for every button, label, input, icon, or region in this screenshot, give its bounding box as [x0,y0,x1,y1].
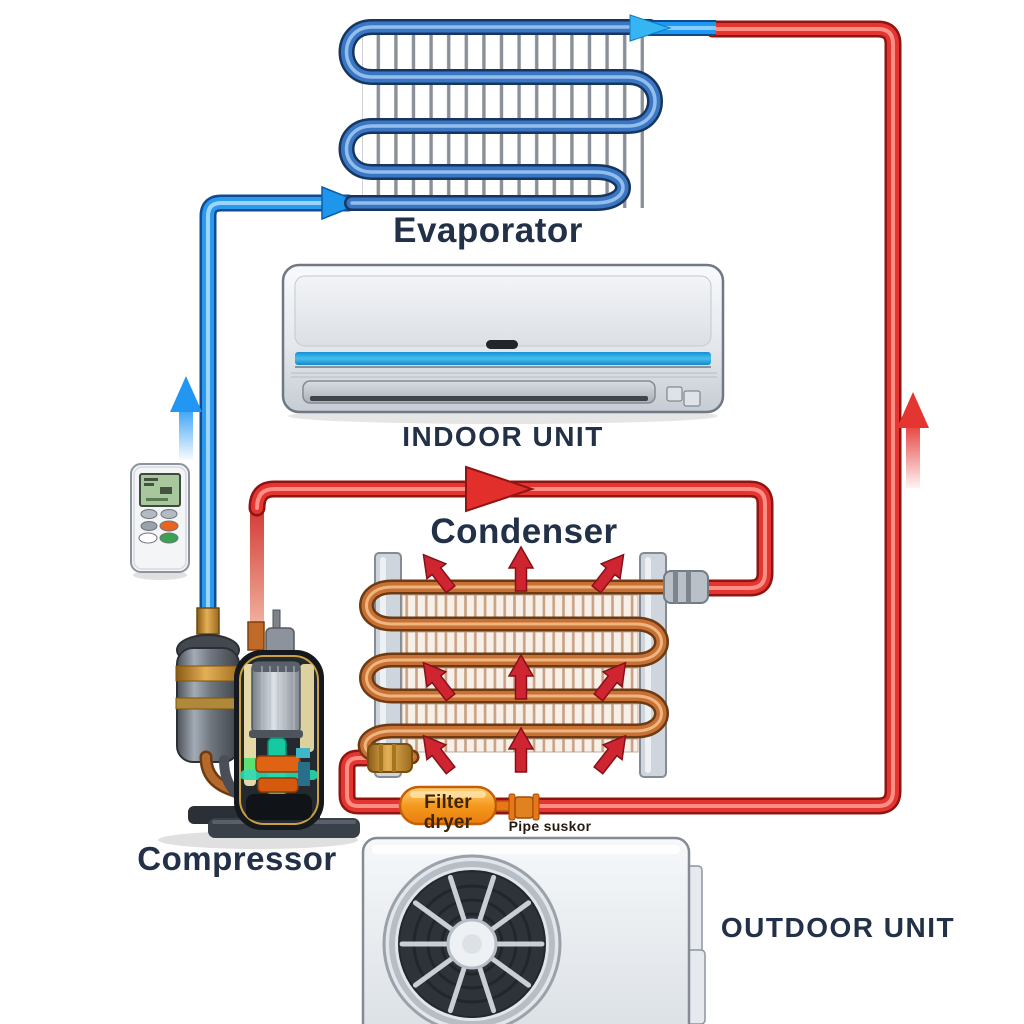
cold-inlet-arrow [321,185,365,221]
condenser-outlet-fitting [367,743,413,773]
hot-flow-arrow [465,465,536,513]
outdoor-fan [382,854,562,1024]
remote-button [140,509,158,519]
evaporator-outlet-arrow [629,14,672,42]
indoor-blue-stripe [295,352,711,365]
outdoor-unit-label: OUTDOOR UNIT [720,912,956,943]
indoor-button [683,390,701,407]
pipe-connector-fitting [495,793,540,821]
compressor-label: Compressor [137,840,337,877]
condenser-coil [357,546,709,779]
condenser-label: Condenser [430,512,618,551]
condenser-inlet-fitting [663,570,709,604]
compressor-shell [234,609,324,830]
compressor [158,607,360,849]
condenser-fins [401,594,639,753]
cold-line [199,185,365,623]
cold-up-arrow [170,376,202,460]
indoor-button [666,386,683,402]
hot-line-top [338,20,902,815]
evaporator-label: Evaporator [393,211,583,250]
evaporator-coil [338,14,716,211]
remote-button [160,509,178,519]
remote-power-button [159,520,179,532]
pipe-connector-label: Pipe suskor [508,818,592,834]
filter-dryer-label: Filter dryer [423,792,473,833]
outdoor-unit [361,836,706,1024]
remote-control [130,463,190,580]
indoor-unit-label: INDOOR UNIT [402,421,604,452]
hot-loop-compressor-to-condenser [248,465,774,629]
indoor-display-slot [486,340,518,349]
indoor-unit [281,263,725,424]
fan-grille-spokes [399,874,545,1014]
remote-button [159,532,179,544]
remote-button [138,532,158,544]
remote-button [140,521,158,531]
hot-up-arrow [897,392,929,488]
